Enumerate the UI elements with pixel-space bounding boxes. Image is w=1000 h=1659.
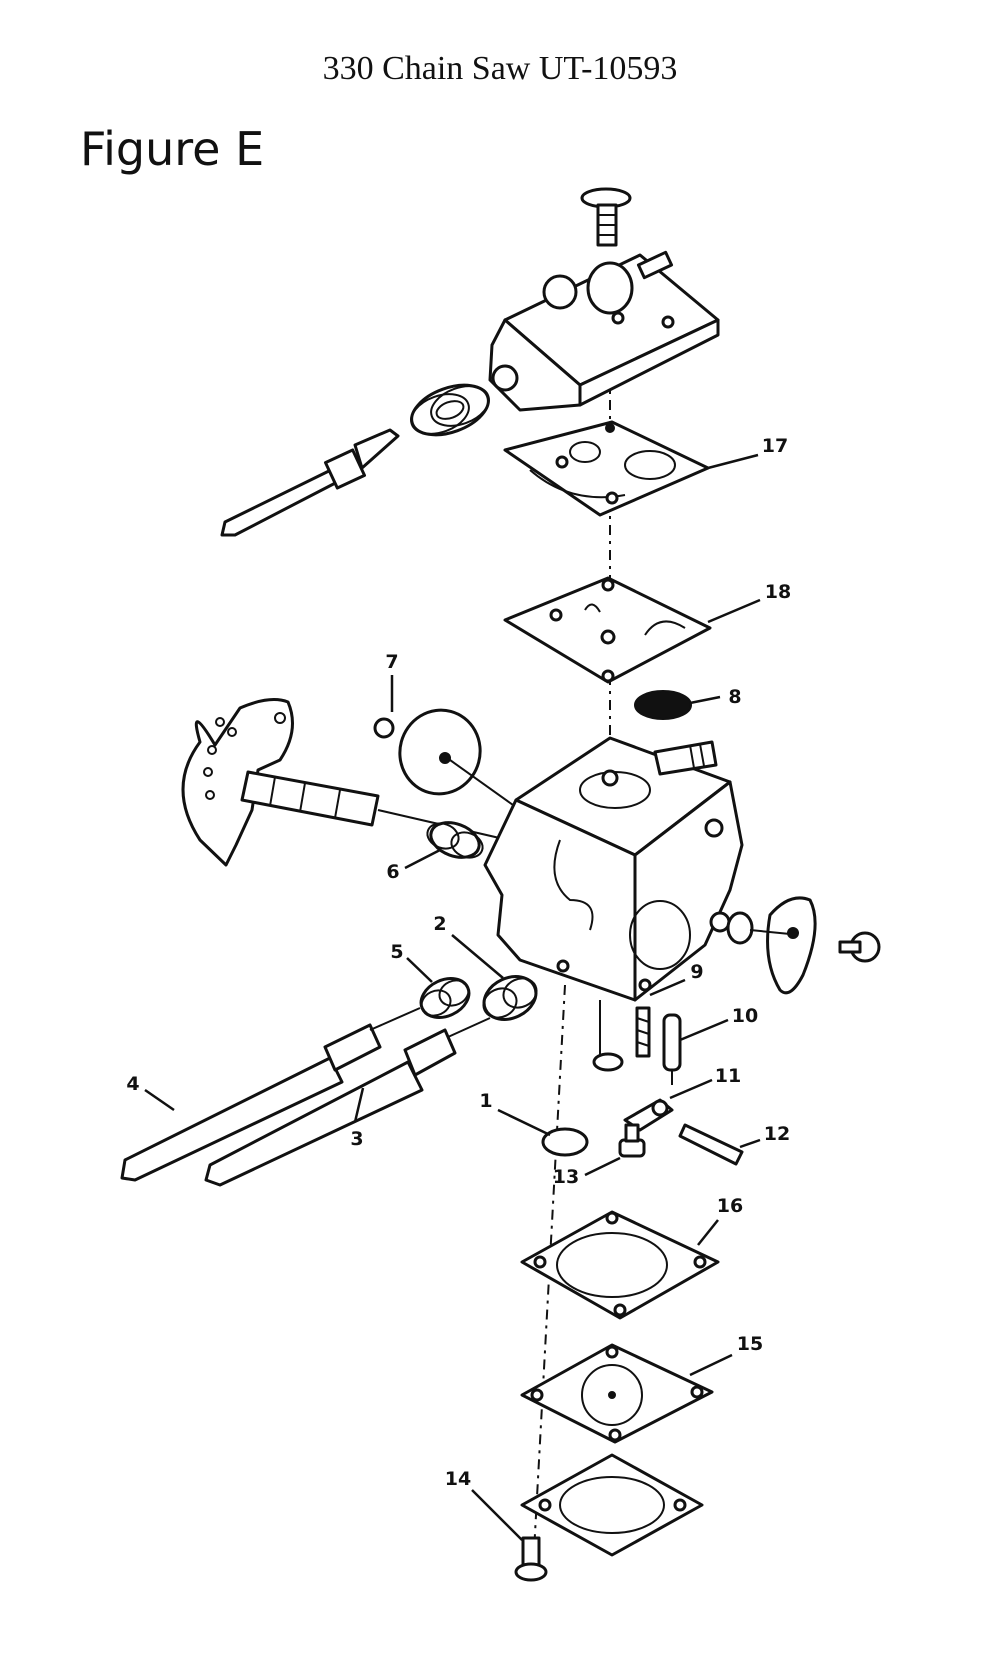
- screw-14: [514, 1536, 548, 1582]
- callout-9: 9: [690, 961, 703, 983]
- callout-16: 16: [717, 1195, 743, 1217]
- needle-spring-upper: [410, 383, 490, 437]
- choke-lever: [726, 896, 881, 995]
- inlet-needle-10: [662, 1013, 682, 1085]
- leader-16: [697, 1219, 719, 1246]
- callout-1: 1: [479, 1090, 492, 1112]
- leader-4: [144, 1088, 175, 1112]
- callout-17: 17: [762, 435, 788, 457]
- spring-9: [635, 1006, 651, 1058]
- callout-10: 10: [732, 1005, 758, 1027]
- top-cap-screw: [580, 187, 632, 247]
- throttle-plate: [373, 708, 521, 811]
- callout-11: 11: [715, 1065, 741, 1087]
- leader-12: [739, 1138, 761, 1149]
- callout-7: 7: [385, 651, 398, 673]
- callout-8: 8: [728, 686, 741, 708]
- callout-12: 12: [764, 1123, 790, 1145]
- leader-10: [679, 1018, 729, 1042]
- diaphragm-18: [503, 576, 712, 684]
- leader-15: [689, 1353, 733, 1377]
- upper-needle: [220, 428, 400, 537]
- callout-4: 4: [126, 1073, 139, 1095]
- leader-13: [584, 1156, 621, 1177]
- throttle-lever: [181, 698, 294, 867]
- pump-cover: [488, 250, 720, 412]
- callout-5: 5: [390, 941, 403, 963]
- callout-13: 13: [553, 1166, 579, 1188]
- leader-14: [471, 1489, 523, 1541]
- needle-3: [204, 1017, 491, 1187]
- fuel-inlet-fitting: [653, 740, 718, 776]
- leader-1: [497, 1108, 551, 1137]
- filter-screen-8: [634, 690, 692, 720]
- leader-18: [707, 598, 761, 624]
- leader-11: [669, 1078, 713, 1100]
- throttle-spring-6: [426, 821, 484, 859]
- callout-14: 14: [445, 1468, 471, 1490]
- callout-2: 2: [433, 913, 446, 935]
- leader-3: [353, 1087, 365, 1123]
- bottom-cover: [520, 1453, 704, 1557]
- spring-2: [482, 975, 538, 1021]
- figure-title: Figure E: [80, 122, 265, 176]
- gasket-16: [520, 1210, 720, 1320]
- leader-2: [451, 934, 504, 979]
- callout-3: 3: [350, 1128, 363, 1150]
- gasket-17: [503, 420, 710, 517]
- leader-8: [689, 695, 721, 705]
- needle-seat: [592, 1000, 624, 1072]
- leader-17: [707, 453, 759, 470]
- spring-5: [419, 977, 471, 1019]
- callout-18: 18: [765, 581, 791, 603]
- callout-15: 15: [737, 1333, 763, 1355]
- document-title: 330 Chain Saw UT-10593: [322, 50, 678, 87]
- needle-4: [120, 1007, 421, 1182]
- screw-13: [618, 1123, 646, 1158]
- leader-9: [649, 978, 686, 997]
- plug-1: [541, 1127, 589, 1157]
- leader-6: [404, 848, 441, 870]
- lever-pin-12: [678, 1123, 744, 1166]
- leader-5: [406, 957, 433, 983]
- callout-6: 6: [386, 861, 399, 883]
- diaphragm-15: [520, 1343, 714, 1444]
- throttle-shaft: [240, 770, 531, 846]
